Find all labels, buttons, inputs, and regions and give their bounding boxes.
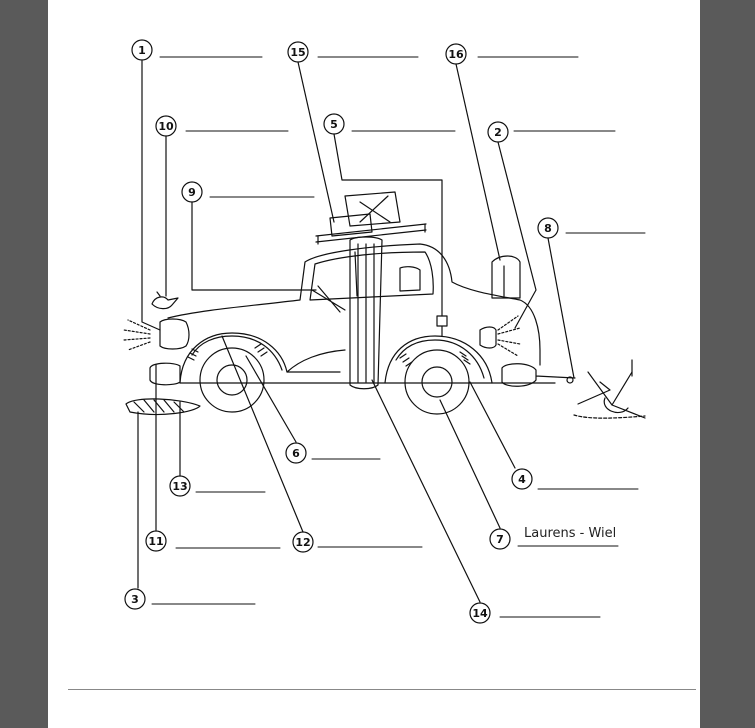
leader-lines	[137, 60, 575, 603]
marker-2: 2	[487, 121, 509, 143]
page-bottom-rule	[68, 689, 696, 690]
svg-text:9: 9	[188, 186, 196, 199]
marker-4: 4	[511, 468, 533, 490]
svg-text:12: 12	[295, 536, 310, 549]
number-markers: 1 15 16 10 5 2 9 8 6 4 13 11 12 7 3 14	[124, 39, 559, 624]
svg-text:2: 2	[494, 126, 502, 139]
marker-6: 6	[285, 442, 307, 464]
marker-3: 3	[124, 588, 146, 610]
car-illustration	[123, 191, 646, 419]
marker-13: 13	[169, 475, 191, 497]
marker-8: 8	[537, 217, 559, 239]
marker-7: 7	[489, 528, 511, 550]
svg-text:6: 6	[292, 447, 300, 460]
marker-11: 11	[145, 530, 167, 552]
marker-1: 1	[131, 39, 153, 61]
svg-text:3: 3	[131, 593, 139, 606]
answer-lines	[151, 56, 646, 618]
marker-5: 5	[323, 113, 345, 135]
svg-text:13: 13	[172, 480, 187, 493]
svg-text:7: 7	[496, 533, 504, 546]
svg-text:5: 5	[330, 118, 338, 131]
marker-9: 9	[181, 181, 203, 203]
answer-7-text: Laurens - Wiel	[524, 526, 616, 541]
marker-10: 10	[155, 115, 177, 137]
marker-16: 16	[445, 43, 467, 65]
marker-14: 14	[469, 602, 491, 624]
svg-text:14: 14	[472, 607, 488, 620]
marker-15: 15	[287, 41, 309, 63]
svg-text:1: 1	[138, 44, 146, 57]
svg-text:15: 15	[290, 46, 305, 59]
svg-text:11: 11	[148, 535, 163, 548]
svg-text:10: 10	[158, 120, 174, 133]
svg-text:8: 8	[544, 222, 552, 235]
svg-text:16: 16	[448, 48, 464, 61]
answers: Laurens - Wiel	[524, 526, 616, 541]
svg-text:4: 4	[518, 473, 526, 486]
marker-12: 12	[292, 531, 314, 553]
